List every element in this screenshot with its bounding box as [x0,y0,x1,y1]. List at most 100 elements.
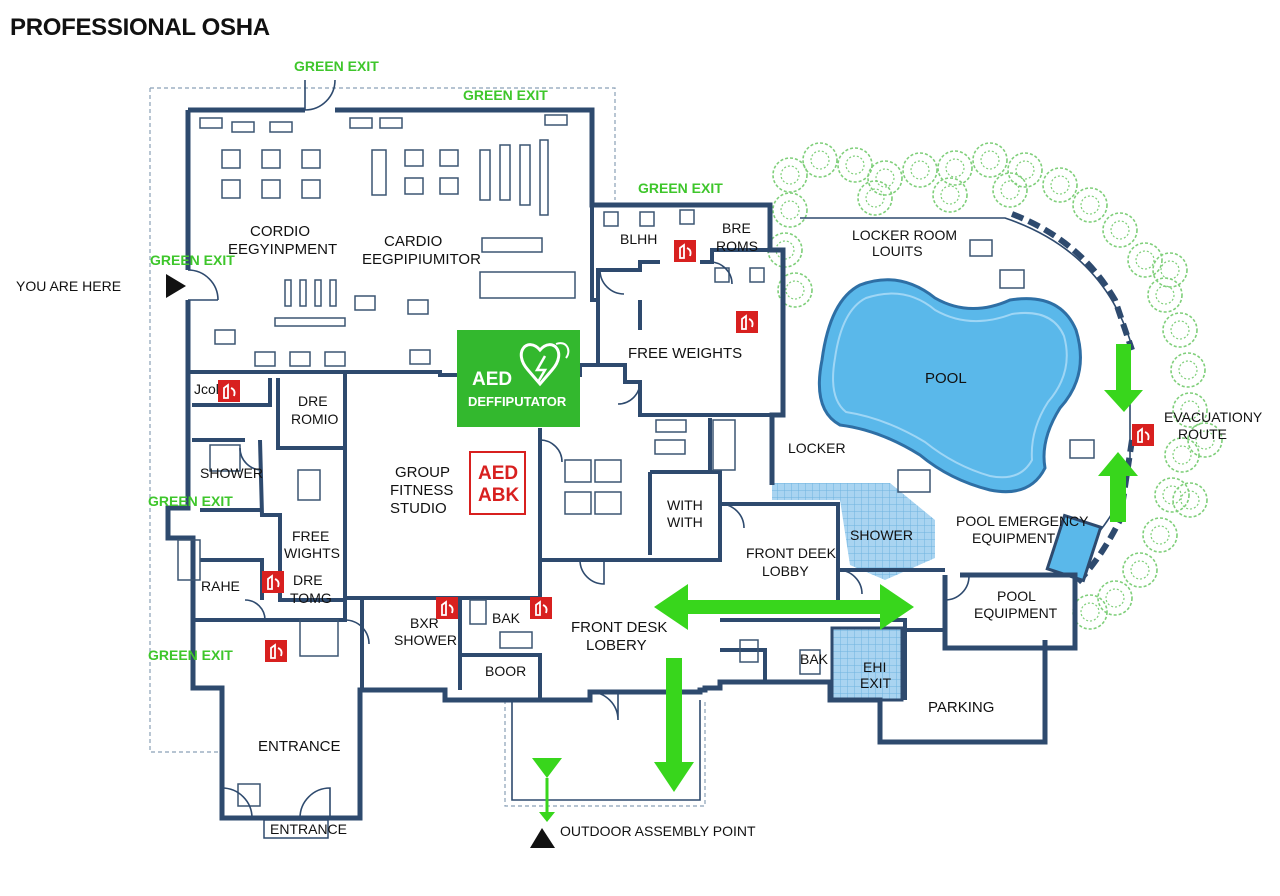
tree-icon [932,177,968,213]
evacuation-arrows [654,344,1143,792]
lounge-chair-icon [897,469,931,493]
tree-icon [1142,517,1178,553]
chair-icon [297,469,321,501]
assembly-area-inner [511,700,701,801]
shower-tile-area [772,483,935,580]
green-exit-label: GREEN EXIT [463,87,548,103]
treadmill-icon [221,179,241,199]
tree-icon [857,180,893,216]
machine-icon [409,349,431,365]
sink-icon [679,209,695,225]
tree-icon [1187,422,1223,458]
treadmill-icon [301,179,321,199]
green-exit-label: GREEN EXIT [150,252,235,268]
machine-icon [231,121,255,133]
room-label-locker-room: LOCKER ROOM [852,227,957,243]
tree-icon [772,192,808,228]
sink-icon [654,439,686,455]
aed-label: AED [472,369,512,390]
bike-icon [439,149,459,167]
pool-water [817,278,1082,494]
tree-icon [837,147,873,183]
door-swing-icon [599,269,625,295]
tree-icon [802,142,838,178]
furniture-equipment [177,114,1095,807]
rack-icon [499,144,511,201]
door-swing-icon [719,503,745,529]
machine-icon [354,295,376,311]
aed-sublabel: DEFFIPUTATOR [468,394,567,409]
room-label-wights: WIGHTS [284,545,340,561]
bathtub-icon [712,419,736,471]
door-swing-icon [344,619,370,645]
room-label-fitness: FITNESS [390,482,453,499]
bike-icon [404,149,424,167]
door-swing-icon [187,269,219,301]
room-label-locker: LOCKER [788,440,846,456]
fire-extinguisher-icon [736,311,758,333]
room-label-exit: EXIT [860,675,892,691]
fire-extinguisher-icon [262,571,284,593]
door-swing-icon [709,261,733,285]
page-title: PROFESSIONAL OSHA [10,14,270,41]
room-label-parking: PARKING [928,699,994,716]
pool-fence [1010,211,1135,351]
toilet-icon [469,599,487,625]
treadmill-icon [301,149,321,169]
outer-wall-main [165,107,1048,821]
machine-icon [254,351,276,367]
exit-tile-area [830,626,904,702]
tree-icon [777,272,813,308]
sink-icon [714,267,730,283]
treadmill-icon [261,179,281,199]
barbell-icon [329,279,337,307]
aed-red-label: AED [478,463,518,484]
room-label-boor: BOOR [485,663,526,679]
room-label-front-deek: FRONT DEEK [746,545,837,561]
tree-icon [1170,352,1206,388]
aed-heart-icon [519,342,570,387]
green-exit-label: GREEN EXIT [638,180,723,196]
you-are-here-marker-icon [166,274,186,298]
tree-icon [1127,242,1163,278]
tree-icon [1172,392,1208,428]
room-label-blhh: BLHH [620,231,657,247]
outer-wall-east [942,572,1078,651]
room-label-ehi: EHI [863,659,886,675]
sink-icon [603,211,619,227]
door-swing-icon [617,381,641,405]
fire-extinguisher-icon [218,380,240,402]
tree-icon [1147,277,1183,313]
tree-icon [772,157,808,193]
room-label-free: FREE [292,528,329,544]
tree-icon [1042,167,1078,203]
aed-red-sublabel: ABK [478,485,519,506]
machine-icon [214,329,236,345]
tree-icon [992,172,1028,208]
sink-icon [499,631,533,649]
table-icon [594,459,622,483]
fire-extinguisher-icon [436,597,458,619]
table-icon [564,491,592,515]
locker-icon [177,539,201,581]
room-label-with: WITH [667,497,703,513]
room-label: CARDIO [384,233,442,250]
room-label-group: GROUP [395,464,450,481]
room-label-bak2: BAK [800,651,829,667]
room-label-pool-eq2: EQUIPMENT [974,605,1058,621]
room-label-pool: POOL [925,370,967,387]
sink-icon [639,211,655,227]
evacuation-arrow-icon [1104,344,1143,412]
tree-icon [902,152,938,188]
rack-icon [539,139,549,216]
machine-icon [324,351,346,367]
tree-icon [1152,252,1188,288]
assembly-area-boundary [504,700,706,807]
table-icon [594,491,622,515]
evacuation-arrow-icon [654,584,914,630]
room-label-lobby: LOBBY [762,563,809,579]
bike-icon [439,177,459,195]
machine-icon [269,121,293,133]
desk-icon [299,619,339,657]
tree-icon [1007,152,1043,188]
